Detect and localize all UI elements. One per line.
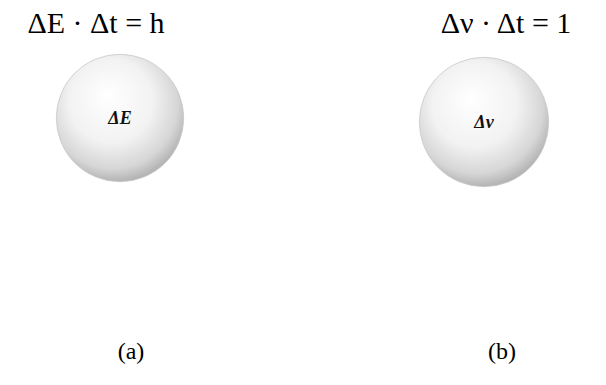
sphere-node: ΔE	[55, 53, 185, 183]
caption-label: (b)	[488, 338, 516, 364]
caption-label: (a)	[118, 338, 145, 364]
sphere-label: Δν	[474, 112, 493, 133]
sphere-node: Δν	[418, 56, 550, 188]
sphere-shape	[419, 57, 548, 186]
equation-label: Δν · Δt = 1	[441, 6, 572, 39]
equation-label: ΔE · Δt = h	[27, 6, 164, 39]
sphere-shape	[56, 54, 183, 181]
sphere-label: ΔE	[108, 108, 131, 129]
